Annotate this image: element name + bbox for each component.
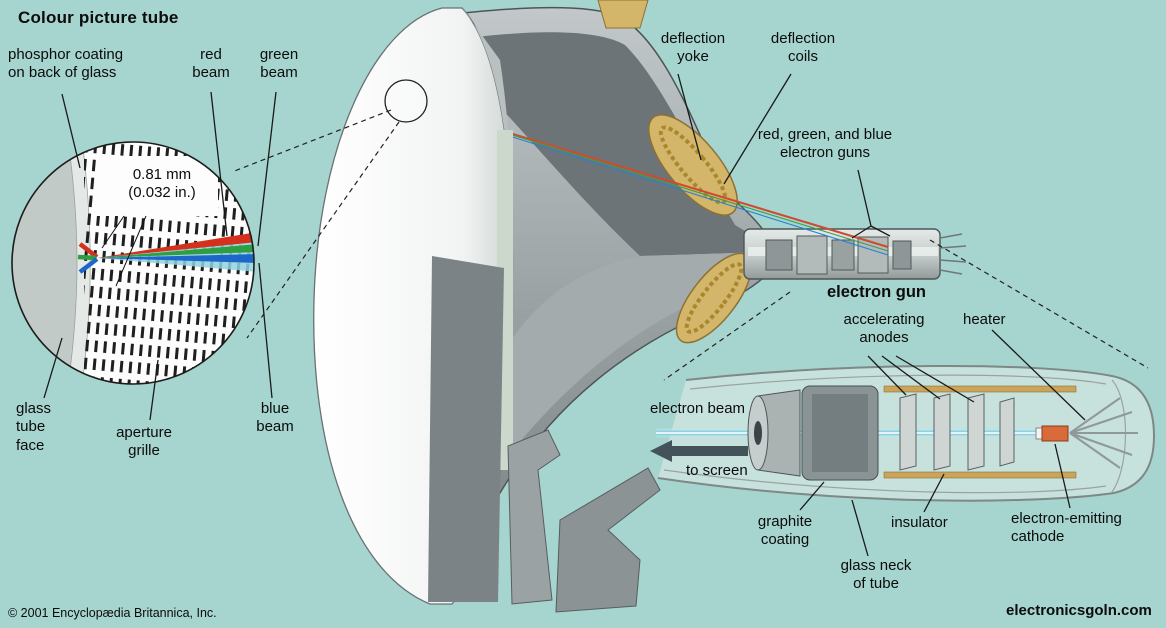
diagram-title: Colour picture tube bbox=[18, 8, 179, 27]
label-to-screen: to screen bbox=[686, 462, 748, 479]
leader-lines bbox=[43, 73, 1086, 557]
label-electron-emitting-cathode: electron-emitting cathode bbox=[1011, 510, 1122, 546]
label-glass-tube-face: glass tube face bbox=[16, 400, 52, 454]
label-heater: heater bbox=[963, 311, 1006, 328]
heater-wires bbox=[1069, 397, 1138, 469]
electron-gun-detail-graphic bbox=[650, 364, 1156, 502]
copyright-text: © 2001 Encyclopædia Britannica, Inc. bbox=[8, 606, 217, 620]
label-red-beam: red beam bbox=[192, 46, 230, 82]
accelerating-anodes-shape bbox=[899, 393, 1015, 471]
crt-tube-graphic bbox=[313, 0, 967, 613]
label-phosphor-coating: phosphor coating on back of glass bbox=[8, 46, 124, 82]
magnifier-source-circle bbox=[384, 79, 428, 123]
dashed-connectors bbox=[231, 109, 1149, 381]
label-rgb-electron-guns: red, green, and blue electron guns bbox=[757, 126, 893, 162]
label-electron-gun-heading: electron gun bbox=[827, 283, 927, 301]
cathode-shape bbox=[1041, 425, 1069, 442]
label-blue-beam: blue beam bbox=[256, 400, 294, 436]
label-electron-beam: electron beam bbox=[650, 400, 746, 417]
label-accelerating-anodes: accelerating anodes bbox=[843, 311, 925, 347]
to-screen-arrow bbox=[650, 440, 748, 462]
label-green-beam: green beam bbox=[259, 46, 299, 82]
label-glass-neck-of-tube: glass neck of tube bbox=[840, 557, 912, 593]
label-deflection-coils: deflection coils bbox=[770, 30, 836, 66]
label-measurement: 0.81 mm (0.032 in.) bbox=[128, 166, 196, 202]
label-aperture-grille: aperture grille bbox=[116, 424, 172, 460]
watermark-text: electronicsgoln.com bbox=[1006, 602, 1152, 619]
label-graphite-coating: graphite coating bbox=[757, 513, 813, 549]
label-deflection-yoke: deflection yoke bbox=[660, 30, 726, 66]
label-insulator: insulator bbox=[891, 514, 948, 531]
